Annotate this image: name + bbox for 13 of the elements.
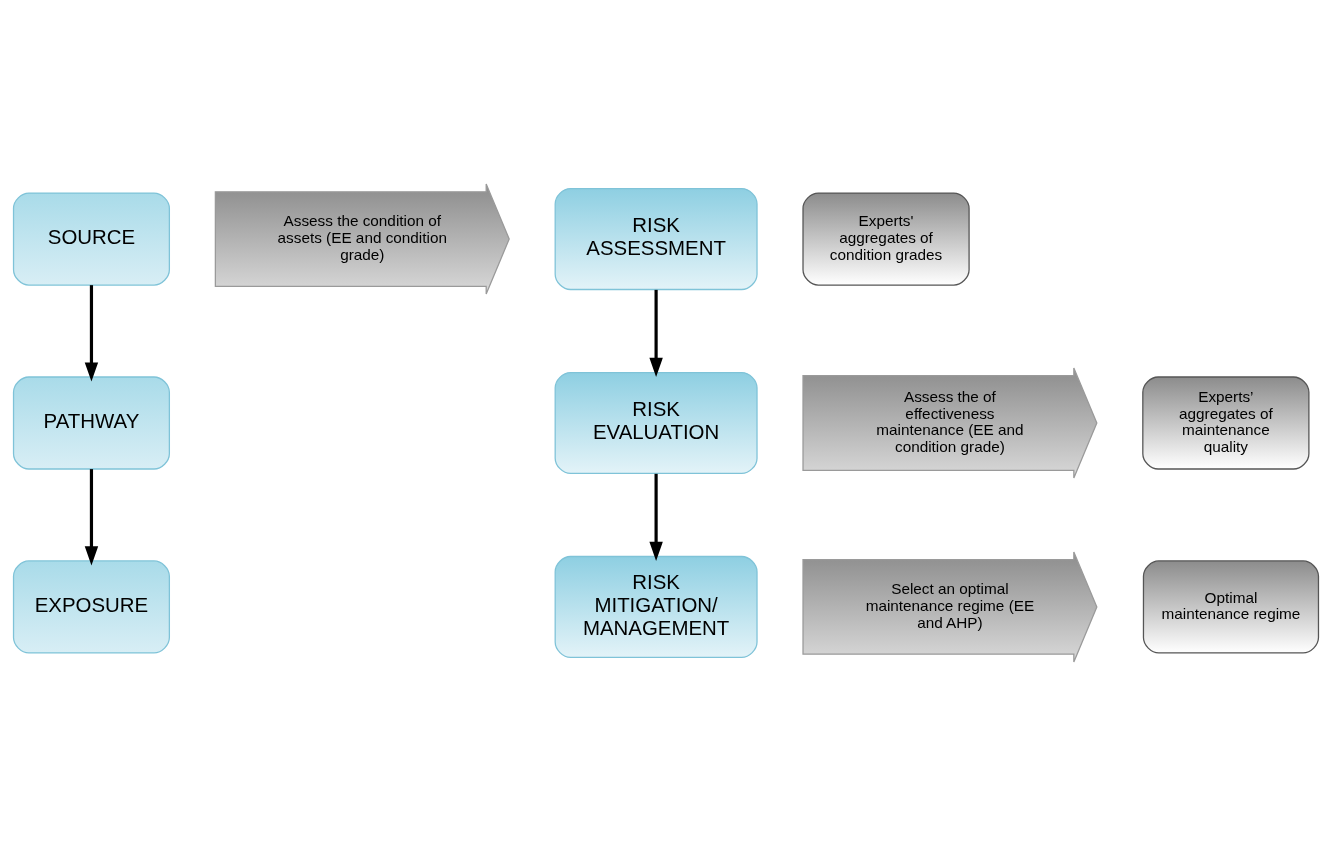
node-box: Experts' aggregates of condition grades (802, 191, 970, 286)
arrow (84, 284, 99, 382)
node-box: RISK MITIGATION/ MANAGEMENT (554, 555, 758, 658)
node-box: RISK EVALUATION (554, 371, 758, 474)
node-box: EXPOSURE (12, 559, 170, 654)
arrow (84, 468, 99, 566)
node-box: SOURCE (12, 191, 170, 286)
node-box: RISK ASSESSMENT (554, 187, 758, 290)
node-box: Experts’ aggregates of maintenance quality (1142, 375, 1310, 470)
node-box: Optimal maintenance regime (1142, 559, 1320, 654)
arrow (649, 289, 663, 377)
arrow (649, 473, 663, 561)
node-box: PATHWAY (12, 375, 170, 470)
